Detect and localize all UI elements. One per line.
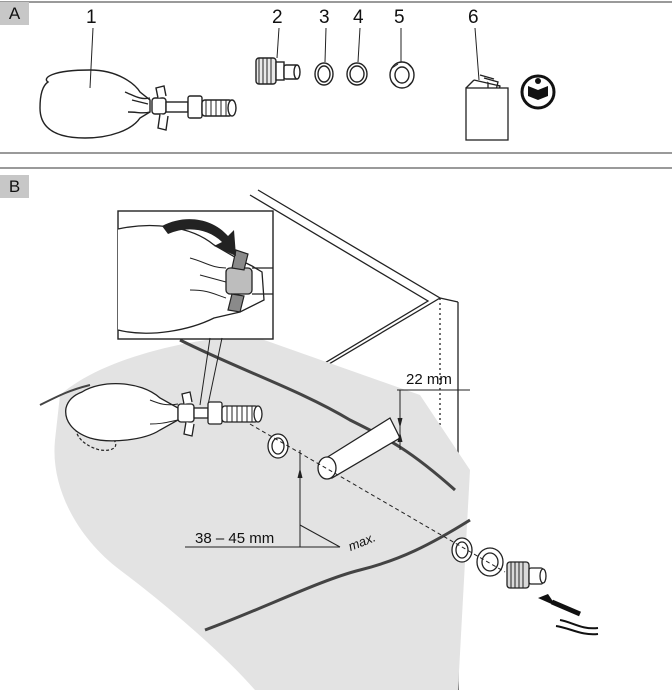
rotate-arrow-icon <box>162 219 236 256</box>
sealing-ring-icon <box>314 62 334 86</box>
manual-booklet-icon <box>465 74 509 141</box>
part-number-4: 4 <box>353 7 364 28</box>
pipe-opening <box>317 417 401 480</box>
read-instructions-icon <box>520 74 556 110</box>
sealing-ring-icon <box>451 537 473 563</box>
assembly-axis <box>249 423 506 573</box>
water-tank-bag-icon <box>39 69 237 139</box>
part-number-1: 1 <box>86 7 97 28</box>
water-tank-bag-icon <box>65 383 263 442</box>
detail-inset <box>117 210 274 406</box>
part-number-6: 6 <box>468 7 479 28</box>
sealing-ring-icon <box>346 62 368 86</box>
lock-nut-icon <box>389 61 415 89</box>
dimension-lines <box>185 389 470 548</box>
hose-connector-icon <box>255 57 301 85</box>
water-flow-icon <box>538 594 599 636</box>
part-number-5: 5 <box>394 7 405 28</box>
panel-a-label: A <box>0 2 29 25</box>
part-number-2: 2 <box>272 7 283 28</box>
dimension-wall-distance: 38 – 45 mm <box>195 530 275 547</box>
panel-a-frame <box>0 1 672 154</box>
hose-connector-icon <box>506 561 547 589</box>
sealing-ring-icon <box>267 433 289 459</box>
lock-nut-icon <box>476 547 504 577</box>
panel-b-label: B <box>0 175 29 198</box>
dimension-pipe-diameter: 22 mm <box>406 371 452 388</box>
part-number-3: 3 <box>319 7 330 28</box>
